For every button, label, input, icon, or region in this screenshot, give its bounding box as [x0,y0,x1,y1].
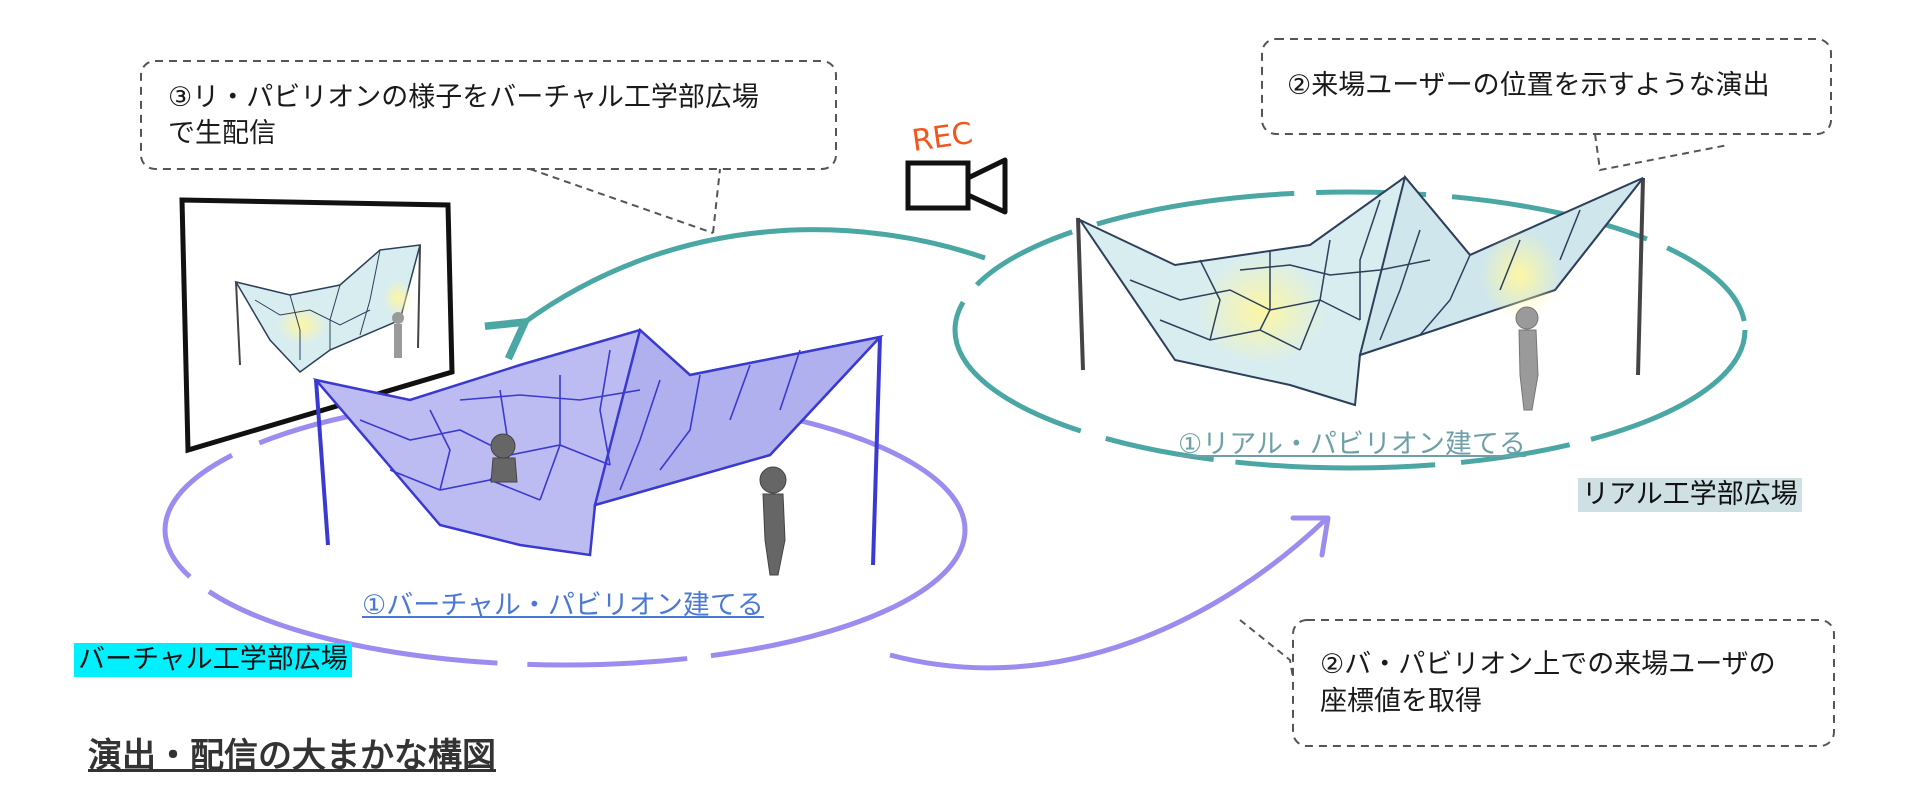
stream-screen [179,197,455,454]
coords-arrow [889,518,1327,671]
stream-arrow [484,227,986,361]
leader-stream-2 [712,168,721,234]
virtual-pavilion-link[interactable]: ①バーチャル・パビリオン建てる [362,590,764,621]
real-plaza-tag: リアル工学部広場 [1578,478,1802,512]
coords-arrow-head [1290,515,1331,558]
leader-coords [1239,619,1294,679]
leader-position [1594,133,1729,172]
virtual-plaza-tag: バーチャル工学部広場 [74,643,352,677]
callout-box-position [1261,38,1832,135]
callout-coords-line1: ②バ・パビリオン上での来場ユーザの [1320,649,1776,680]
video-camera-icon [905,157,1008,215]
callout-stream-line1: ③リ・パビリオンの様子をバーチャル工学部広場 [168,82,759,113]
callout-position-line1: ②来場ユーザーの位置を示すような演出 [1287,70,1770,101]
virtual-plaza-ellipse [162,392,968,668]
leader-stream [529,168,714,234]
callout-box-coords [1292,619,1835,747]
real-pavilion-illustration [1076,174,1645,411]
callout-stream-line2: で生配信 [168,118,276,149]
callout-coords-line2: 座標値を取得 [1320,686,1482,717]
real-plaza-ellipse [952,189,1748,471]
diagram-caption: 演出・配信の大まかな構図 [88,736,496,776]
real-pavilion-link[interactable]: ①リアル・パビリオン建てる [1178,429,1526,460]
virtual-pavilion-illustration [312,327,884,576]
callout-box-stream [140,60,837,170]
